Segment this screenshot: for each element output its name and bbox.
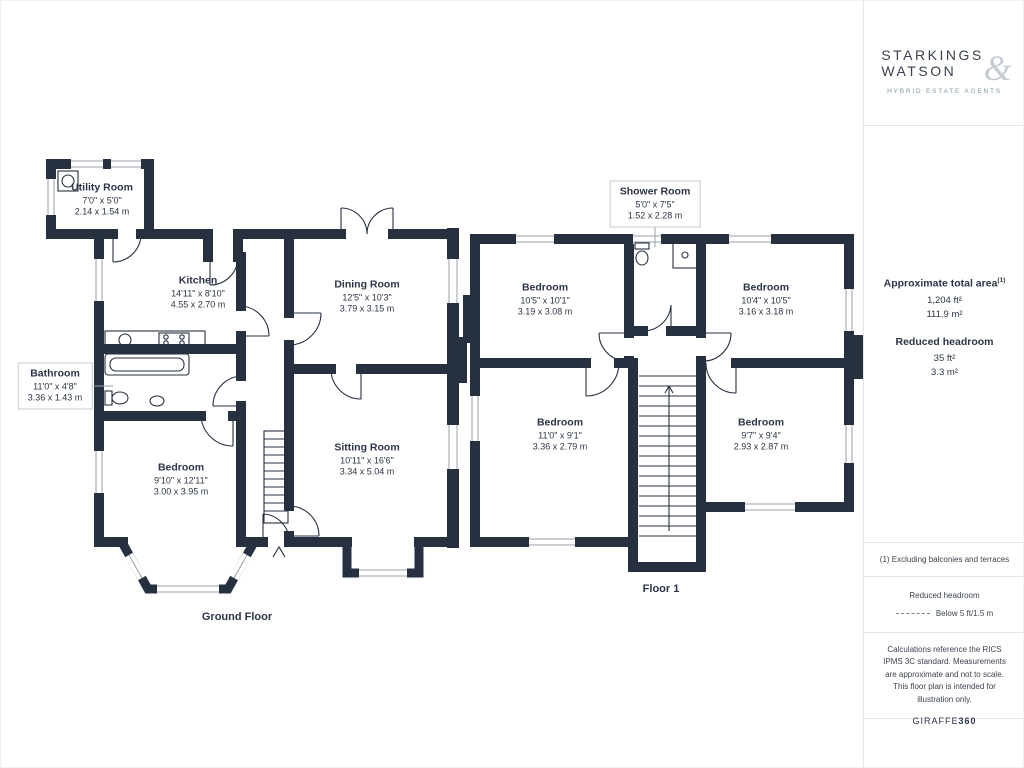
room-dim-metric: 3.16 x 3.18 m [738,306,794,317]
ground-floor-fixtures [57,170,206,407]
first-floor-fixtures [634,242,698,269]
room-name: Bedroom [742,281,790,294]
first-floor-windows [470,234,854,547]
room-name: Bedroom [737,416,785,429]
room-dim-metric: 2.93 x 2.87 m [733,441,789,452]
reduced-headroom-imperial: 35 ft² [933,352,956,364]
reduced-headroom-title: Reduced headroom [895,335,994,348]
room-name: Bedroom [536,416,584,429]
room-label-bedroom-ground: Bedroom 9'10" x 12'11" 3.00 x 3.95 m [154,461,209,498]
room-label-dining: Dining Room 12'5" x 10'3" 3.79 x 3.15 m [334,278,399,315]
room-dim-imperial: 10'11" x 16'6" [340,455,394,466]
room-dim-imperial: 10'4" x 10'5" [741,295,791,306]
brand-name-line1: STARKINGS [881,47,984,63]
room-name: Dining Room [334,278,400,291]
room-dim-imperial: 5'0" x 7'5" [635,199,675,210]
first-floor-stairs [639,375,699,537]
total-area-metric: 111.9 m² [926,308,963,320]
first-floor-caption: Floor 1 [642,583,680,595]
disclaimer-text: Calculations reference the RICS IPMS 3C … [864,634,1023,719]
sidebar: STARKINGS WATSON & HYBRID ESTATE AGENTS … [863,1,1023,767]
room-label-shower-callout: Shower Room 5'0" x 7'5" 1.52 x 2.28 m [609,180,701,228]
room-dim-metric: 3.00 x 3.95 m [153,486,209,497]
room-label-bedroom-bottom-right: Bedroom 9'7" x 9'4" 2.93 x 2.87 m [734,416,789,453]
ground-floor-walls [46,159,467,594]
ground-floor-doors [112,207,394,543]
legend-value: Below 5 ft/1.5 m [935,609,994,618]
room-dim-metric: 4.55 x 2.70 m [170,299,226,310]
room-label-bedroom-top-left: Bedroom 10'5" x 10'1" 3.19 x 3.08 m [518,281,573,318]
room-dim-imperial: 11'0" x 4'8" [33,381,77,392]
ground-floor-windows [46,159,459,594]
room-label-kitchen: Kitchen 14'11" x 8'10" 4.55 x 2.70 m [171,274,226,311]
room-dim-metric: 3.36 x 2.79 m [532,441,588,452]
room-name: Sitting Room [334,441,400,454]
room-name: Kitchen [178,274,218,287]
room-dim-imperial: 14'11" x 8'10" [171,288,225,299]
dashed-line-sample [895,613,930,614]
room-label-utility: Utility Room 7'0" x 5'0" 2.14 x 1.54 m [71,181,133,218]
room-name: Utility Room [71,181,133,194]
room-label-sitting: Sitting Room 10'11" x 16'6" 3.34 x 5.04 … [334,441,399,478]
brand-name-line2: WATSON [881,63,957,79]
headroom-legend: Reduced headroom Below 5 ft/1.5 m [864,579,1023,633]
room-name: Shower Room [619,185,691,198]
room-name: Bedroom [521,281,569,294]
ground-floor-caption: Ground Floor [201,611,273,623]
room-dim-metric: 2.14 x 1.54 m [74,206,130,217]
room-label-bedroom-top-right: Bedroom 10'4" x 10'5" 3.16 x 3.18 m [739,281,794,318]
room-dim-imperial: 11'0" x 9'1" [538,430,582,441]
room-label-bedroom-bottom-left: Bedroom 11'0" x 9'1" 3.36 x 2.79 m [533,416,588,453]
brand-ampersand: & [983,48,1012,88]
room-label-bathroom-callout: Bathroom 11'0" x 4'8" 3.36 x 1.43 m [17,362,93,410]
footnote-excluding: (1) Excluding balconies and terraces [864,542,1023,577]
brand-tagline: HYBRID ESTATE AGENTS [887,88,1002,95]
ground-floor-stairs [263,430,289,558]
room-dim-imperial: 10'5" x 10'1" [520,295,570,306]
room-dim-imperial: 9'7" x 9'4" [741,430,781,441]
room-name: Bathroom [30,367,80,380]
total-area-imperial: 1,204 ft² [927,294,962,306]
room-dim-metric: 3.19 x 3.08 m [517,306,573,317]
footnote-marker: (1) [997,277,1006,284]
area-summary: Approximate total area(1) 1,204 ft² 111.… [864,277,1023,381]
room-dim-metric: 3.36 x 1.43 m [27,392,83,403]
first-floor-doors [585,304,737,397]
room-name: Bedroom [157,461,205,474]
room-dim-imperial: 9'10" x 12'11" [154,475,208,486]
room-dim-imperial: 7'0" x 5'0" [82,195,122,206]
room-dim-imperial: 12'5" x 10'3" [342,292,392,303]
legend-title: Reduced headroom [909,591,980,600]
giraffe360-credit: GIRAFFE360 [912,716,977,726]
total-area-title: Approximate total area(1) [883,277,1006,290]
room-dim-metric: 3.79 x 3.15 m [339,303,395,314]
room-dim-metric: 1.52 x 2.28 m [627,210,683,221]
brand-logo: STARKINGS WATSON & HYBRID ESTATE AGENTS [864,1,1023,126]
room-dim-metric: 3.34 x 5.04 m [339,466,395,477]
reduced-headroom-metric: 3.3 m² [931,366,958,378]
